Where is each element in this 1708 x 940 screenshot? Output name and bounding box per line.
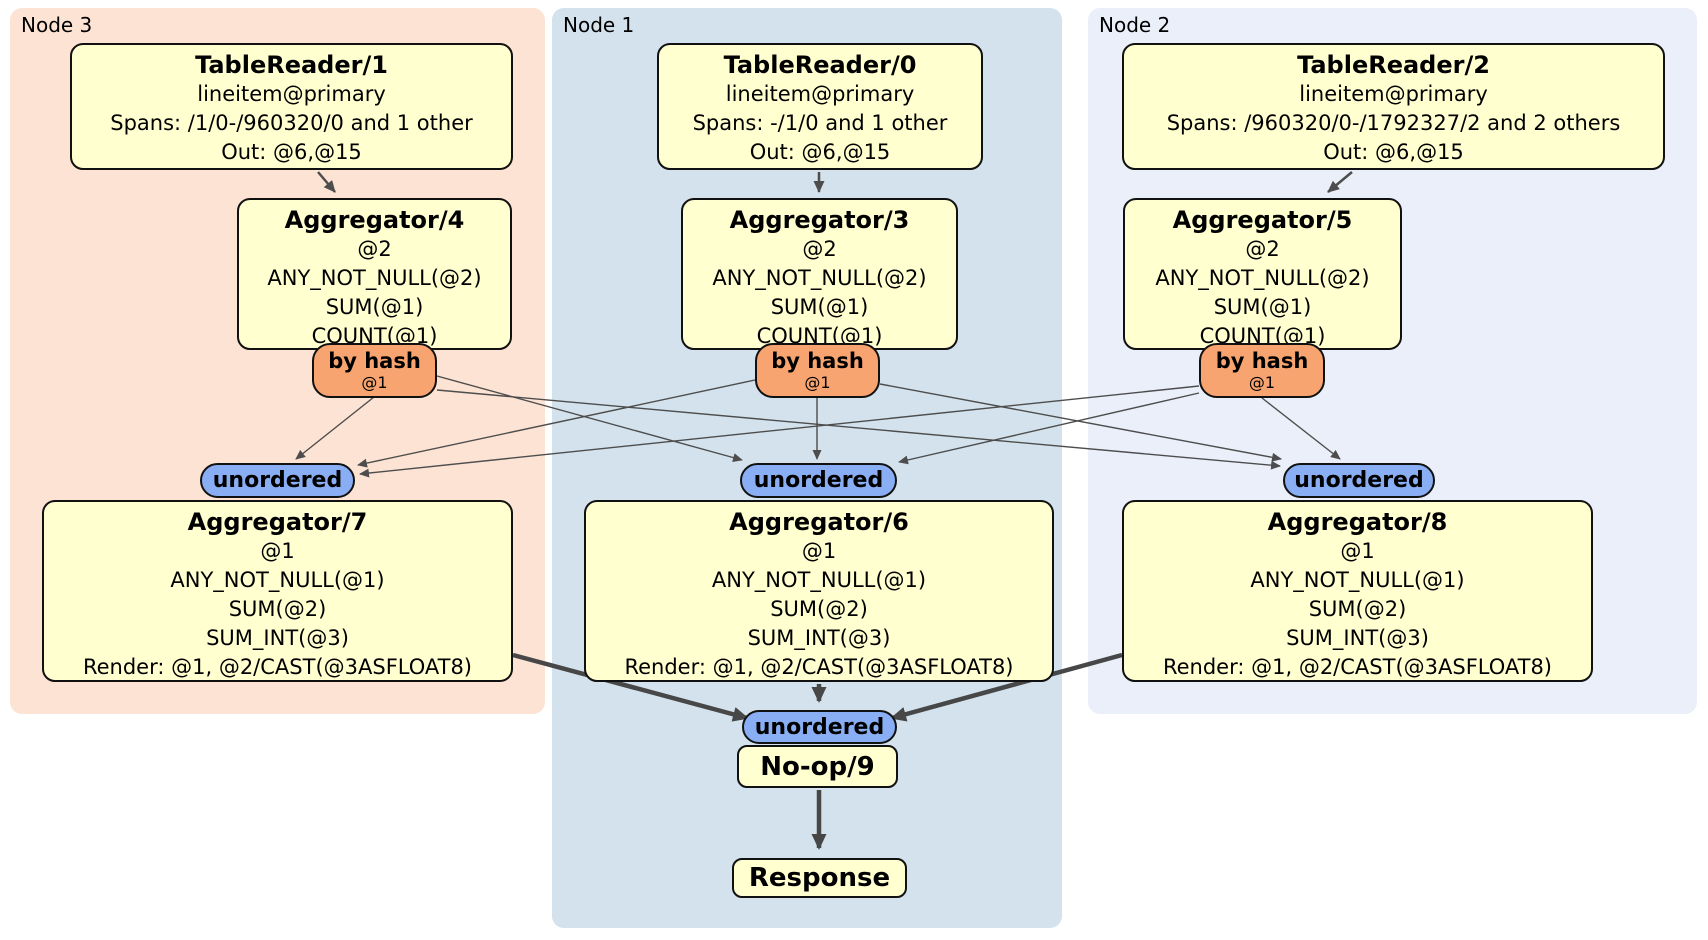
processor-detail: Render: @1, @2/CAST(@3ASFLOAT8) xyxy=(624,655,1014,679)
processor-detail: Out: @6,@15 xyxy=(749,140,891,164)
node-group-1-label: Node 1 xyxy=(563,13,635,37)
processor-detail: ANY_NOT_NULL(@1) xyxy=(1250,568,1465,592)
processor-title: Aggregator/6 xyxy=(729,508,909,536)
router-to-sync-edges xyxy=(295,375,1341,478)
router-key: @1 xyxy=(361,373,388,392)
processor-title: Aggregator/7 xyxy=(187,508,368,536)
processor-aggregator-4: Aggregator/4 @2 ANY_NOT_NULL(@2) SUM(@1)… xyxy=(237,198,512,350)
processor-detail: SUM(@1) xyxy=(1213,295,1312,319)
processor-detail: @2 xyxy=(1245,237,1280,261)
processor-detail: Render: @1, @2/CAST(@3ASFLOAT8) xyxy=(82,655,473,679)
processor-aggregator-7: Aggregator/7 @1 ANY_NOT_NULL(@1) SUM(@2)… xyxy=(42,500,513,682)
processor-detail: ANY_NOT_NULL(@1) xyxy=(711,568,927,592)
node-group-3-label: Node 3 xyxy=(21,13,93,37)
processor-detail: Render: @1, @2/CAST(@3ASFLOAT8) xyxy=(1162,655,1553,679)
processor-tablereader-1: TableReader/1 lineitem@primary Spans: /1… xyxy=(70,43,513,170)
router-label: by hash xyxy=(771,349,864,373)
router-by-hash-node3: by hash @1 xyxy=(312,343,437,398)
router-key: @1 xyxy=(1248,373,1276,392)
processor-detail: SUM_INT(@3) xyxy=(206,626,349,650)
processor-title: Aggregator/8 xyxy=(1267,508,1448,536)
processor-detail: SUM_INT(@3) xyxy=(1286,626,1429,650)
processor-detail: Out: @6,@15 xyxy=(221,140,362,164)
processor-detail: lineitem@primary xyxy=(197,82,386,106)
processor-tablereader-0: TableReader/0 lineitem@primary Spans: -/… xyxy=(657,43,983,170)
processor-detail: SUM(@1) xyxy=(325,295,424,319)
processor-detail: SUM(@2) xyxy=(770,597,868,621)
processor-title: TableReader/2 xyxy=(1297,51,1490,79)
sync-label: unordered xyxy=(753,468,884,493)
final-stage-edges xyxy=(512,652,1123,850)
sync-label: unordered xyxy=(1294,468,1424,493)
processor-title: No-op/9 xyxy=(760,751,875,782)
processor-detail: ANY_NOT_NULL(@2) xyxy=(267,266,482,290)
processor-detail: @2 xyxy=(357,237,392,261)
processor-detail: ANY_NOT_NULL(@2) xyxy=(712,266,927,290)
processor-title: Response xyxy=(748,863,891,893)
router-label: by hash xyxy=(1215,349,1309,373)
processor-detail: SUM_INT(@3) xyxy=(747,626,891,650)
sync-unordered-node2: unordered xyxy=(1283,463,1435,498)
processor-detail: ANY_NOT_NULL(@2) xyxy=(1155,266,1370,290)
processor-title: TableReader/0 xyxy=(723,51,917,79)
processor-detail: @1 xyxy=(801,539,837,563)
processor-title: Aggregator/4 xyxy=(284,206,465,234)
processor-detail: ANY_NOT_NULL(@1) xyxy=(170,568,385,592)
processor-title: Aggregator/3 xyxy=(729,206,910,234)
processor-detail: @1 xyxy=(260,539,295,563)
processor-detail: lineitem@primary xyxy=(725,82,915,106)
processor-title: Aggregator/5 xyxy=(1172,206,1353,234)
processor-detail: @1 xyxy=(1340,539,1375,563)
router-by-hash-node1: by hash @1 xyxy=(755,343,880,398)
node-group-2-label: Node 2 xyxy=(1099,13,1171,37)
processor-detail: Spans: /1/0-/960320/0 and 1 other xyxy=(110,111,473,135)
processor-detail: SUM(@2) xyxy=(228,597,327,621)
processor-detail: Spans: /960320/0-/1792327/2 and 2 others xyxy=(1166,111,1621,135)
sync-unordered-node1: unordered xyxy=(740,463,897,498)
processor-detail: Out: @6,@15 xyxy=(1323,140,1464,164)
processor-detail: lineitem@primary xyxy=(1299,82,1488,106)
response-node: Response xyxy=(732,858,907,898)
router-label: by hash xyxy=(328,349,421,373)
processor-aggregator-5: Aggregator/5 @2 ANY_NOT_NULL(@2) SUM(@1)… xyxy=(1123,198,1402,350)
sync-label: unordered xyxy=(212,468,343,493)
processor-aggregator-6: Aggregator/6 @1 ANY_NOT_NULL(@1) SUM(@2)… xyxy=(584,500,1054,682)
processor-detail: Spans: -/1/0 and 1 other xyxy=(692,111,948,135)
processor-noop-9: No-op/9 xyxy=(737,745,898,788)
processor-detail: @2 xyxy=(802,237,837,261)
processor-aggregator-8: Aggregator/8 @1 ANY_NOT_NULL(@1) SUM(@2)… xyxy=(1122,500,1593,682)
processor-title: TableReader/1 xyxy=(195,51,388,79)
sync-unordered-node3: unordered xyxy=(200,463,355,498)
sync-label: unordered xyxy=(754,714,885,740)
reader-to-aggregator-edges xyxy=(317,171,1353,193)
processor-detail: SUM(@2) xyxy=(1308,597,1407,621)
processor-detail: SUM(@1) xyxy=(770,295,869,319)
processor-tablereader-2: TableReader/2 lineitem@primary Spans: /9… xyxy=(1122,43,1665,170)
router-by-hash-node2: by hash @1 xyxy=(1199,343,1325,398)
processor-aggregator-3: Aggregator/3 @2 ANY_NOT_NULL(@2) SUM(@1)… xyxy=(681,198,958,350)
router-key: @1 xyxy=(804,373,831,392)
sync-unordered-final: unordered xyxy=(742,710,897,744)
